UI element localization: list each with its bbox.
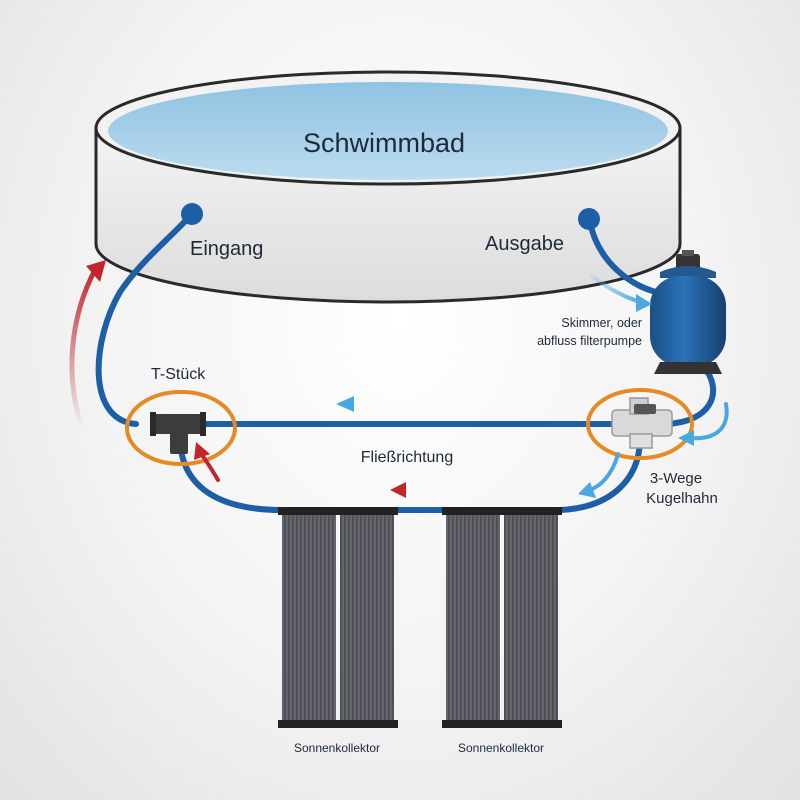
valve-highlight-ring [586, 388, 694, 460]
valve-label-line2: Kugelhahn [646, 490, 718, 507]
collector-to-tee-pipe [177, 437, 285, 513]
valve-label-line1: 3-Wege [650, 470, 702, 487]
flow-arrows [69, 260, 729, 498]
pool-water [108, 82, 668, 180]
solar-collector-right [442, 507, 562, 728]
collector-left-label: Sonnenkollektor [294, 741, 380, 755]
filter-pump [650, 250, 726, 374]
flow-label: Fließrichtung [361, 449, 453, 466]
cold-arrow-pump [688, 402, 729, 441]
cold-arrow-valve [588, 452, 620, 492]
tee-highlight-ring [125, 390, 237, 466]
pump-to-valve-pipe [663, 367, 717, 427]
outlet-fitting [578, 208, 600, 230]
collector-right-label: Sonnenkollektor [458, 741, 544, 755]
tee-fitting [150, 412, 206, 454]
valve-to-collector-pipe [557, 435, 643, 513]
hot-arrow-left [69, 265, 99, 431]
pump-label-line2: abfluss filterpumpe [537, 334, 642, 348]
inlet-label: Eingang [190, 238, 263, 260]
tee-label: T-Stück [151, 366, 206, 383]
pool: Schwimmbad [94, 70, 682, 304]
inlet-fitting [181, 203, 203, 225]
three-way-valve [611, 397, 673, 449]
solar-collector-left [278, 507, 398, 728]
outlet-label: Ausgabe [485, 233, 564, 255]
pool-label: Schwimmbad [303, 128, 465, 158]
inlet-pipe [95, 213, 193, 427]
outlet-pipe [587, 219, 659, 295]
pump-label-line1: Skimmer, oder [561, 316, 642, 330]
